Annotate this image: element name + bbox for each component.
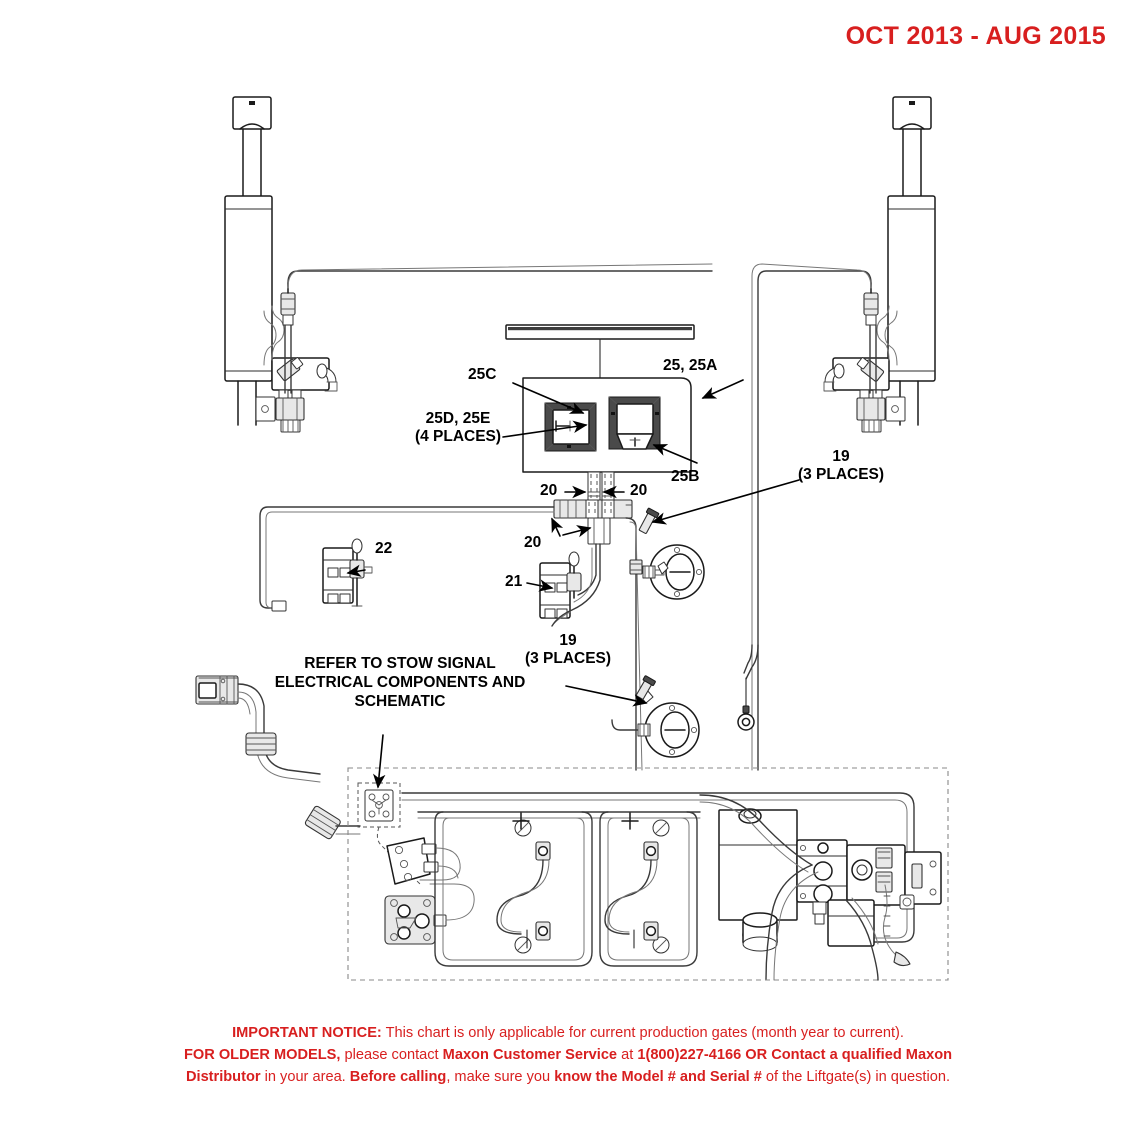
hose-fittings [496, 841, 659, 941]
leader-20-lower-b [562, 525, 592, 538]
notice-label: IMPORTANT NOTICE: [232, 1025, 382, 1041]
notice-phone-number: 1(800)227-4166 OR Contact a qualified Ma… [637, 1047, 953, 1063]
ground-wire [737, 644, 759, 731]
callout-leaders [346, 379, 800, 789]
callout-19-right-line2: (3 PLACES) [797, 466, 885, 483]
hydraulic-reservoir [718, 808, 798, 952]
leader-25c [512, 382, 585, 414]
callout-25-25a: 25, 25A [663, 357, 718, 374]
date-range-label: OCT 2013 - AUG 2015 [845, 22, 1106, 50]
callout-22: 22 [375, 540, 393, 557]
notice-line-1: IMPORTANT NOTICE: This chart is only app… [0, 1022, 1136, 1044]
callout-25b: 25B [671, 468, 700, 485]
stow-note-line3: SCHEMATIC [354, 693, 446, 710]
leader-25-25a [701, 379, 744, 399]
callout-25d-25e-line1: 25D, 25E [425, 410, 491, 427]
power-unit-assembly [347, 767, 949, 981]
notice-line-3-text-a: in your area. [260, 1069, 350, 1085]
hydraulic-hose-loops [434, 811, 698, 967]
leader-25d-25e [502, 420, 588, 438]
notice-before-calling: Before calling [349, 1069, 447, 1085]
center-harness [625, 504, 643, 771]
notice-line-3: Distributor in your area. Before calling… [0, 1066, 1136, 1088]
callout-19-mid: 19 (3 PLACES) [518, 632, 618, 668]
leader-25b [652, 444, 698, 464]
notice-line-3-text-b: , make sure you [446, 1069, 555, 1085]
switch-25b [608, 396, 661, 450]
notice-distributor: Distributor [185, 1069, 261, 1085]
callout-21: 21 [505, 573, 523, 590]
notice-line-2-text-a: please contact [340, 1047, 443, 1063]
receptacle-upper [638, 507, 705, 600]
main-power-connector [195, 675, 361, 840]
callout-25d-25e: 25D, 25E (4 PLACES) [399, 410, 517, 446]
notice-customer-service: Maxon Customer Service [442, 1047, 618, 1063]
leader-21 [526, 579, 554, 592]
callout-19-mid-line2: (3 PLACES) [524, 650, 612, 667]
callout-19-right-line1: 19 [832, 448, 850, 465]
harness-left-loop [259, 506, 555, 612]
leader-19-mid [565, 685, 648, 707]
notice-model-serial: know the Model # and Serial # [554, 1069, 762, 1085]
leader-19-right [651, 479, 800, 525]
notice-older-models: FOR OLDER MODELS, [183, 1047, 341, 1063]
notice-line-1-text: This chart is only applicable for curren… [381, 1025, 904, 1041]
stow-signal-note: REFER TO STOW SIGNAL ELECTRICAL COMPONEN… [255, 654, 545, 711]
pump-unit [384, 883, 475, 945]
callout-20-lower: 20 [524, 534, 542, 551]
callout-20-left: 20 [540, 482, 558, 499]
notice-line-3-text-c: of the Liftgate(s) in question. [761, 1069, 951, 1085]
callout-25c: 25C [468, 366, 497, 383]
stow-note-line1: REFER TO STOW SIGNAL [304, 655, 496, 672]
junction-block [553, 499, 633, 545]
callout-25d-25e-line2: (4 PLACES) [414, 428, 502, 445]
leader-stow-note [373, 734, 386, 789]
callout-20-right: 20 [630, 482, 648, 499]
callout-19-right: 19 (3 PLACES) [791, 448, 891, 484]
callout-19-mid-line1: 19 [559, 632, 577, 649]
limit-switch-21 [539, 543, 601, 627]
notice-line-2-text-b: at [617, 1047, 638, 1063]
notice-line-2: FOR OLDER MODELS, please contact Maxon C… [0, 1044, 1136, 1066]
manifold-block [386, 837, 461, 885]
right-cylinder-assembly [751, 96, 936, 771]
important-notice: IMPORTANT NOTICE: This chart is only app… [0, 1022, 1136, 1088]
leader-20-lower-a [551, 517, 564, 537]
leader-22 [346, 564, 366, 577]
light-bar [505, 324, 695, 379]
pump-valve-stack [699, 794, 942, 981]
stow-note-line2: ELECTRICAL COMPONENTS AND [274, 674, 526, 691]
left-cylinder-assembly [224, 96, 713, 433]
receptacle-lower [611, 675, 700, 758]
